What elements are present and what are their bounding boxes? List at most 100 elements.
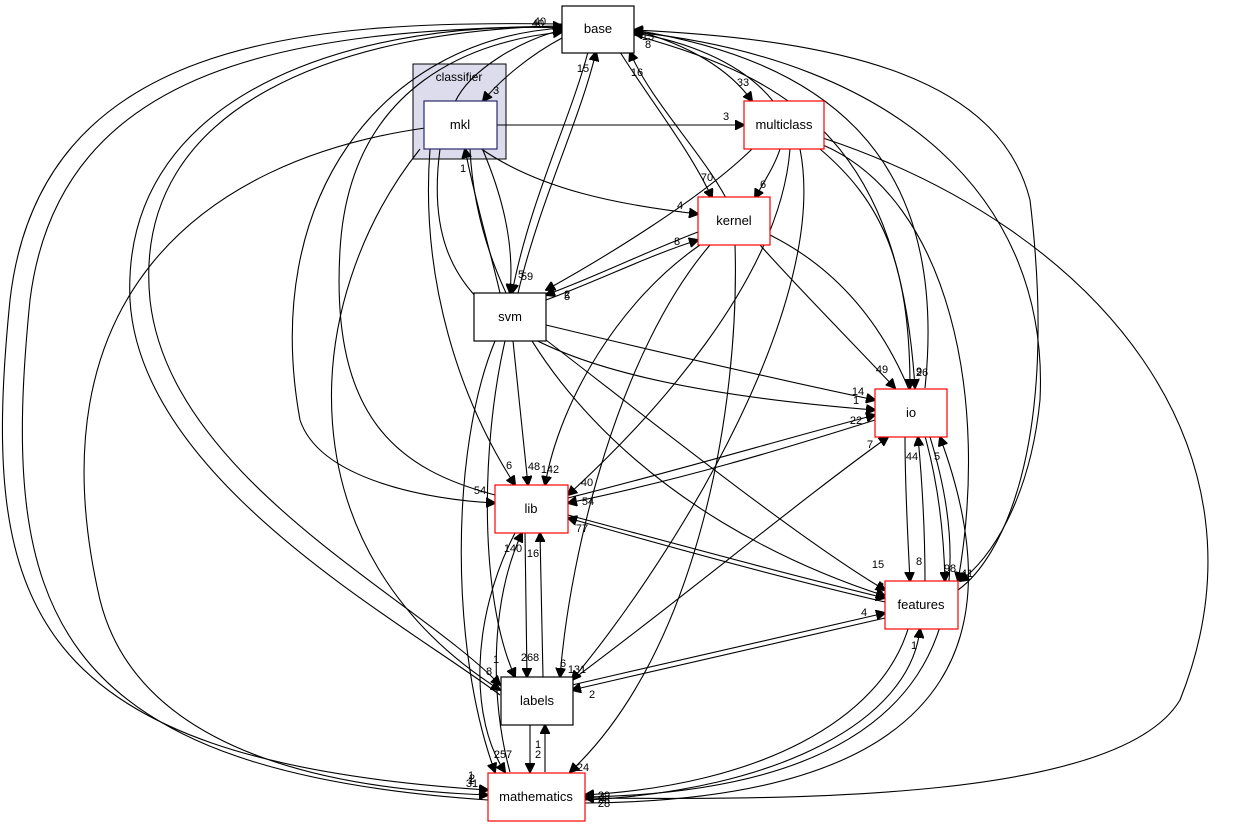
edge-label: 7: [506, 749, 512, 761]
node-kernel-label: kernel: [716, 213, 752, 228]
edge-features-mathematics: [585, 628, 909, 795]
edge-mathematics-io: [584, 437, 970, 804]
edge-label: 44: [906, 451, 918, 463]
edge-label: 8: [674, 236, 680, 248]
edge-label: 40: [581, 477, 593, 489]
edge-mkl-kernel: [479, 147, 698, 214]
edge-label: 140: [504, 543, 522, 555]
edge-label: 3: [493, 85, 499, 97]
node-mkl-label: mkl: [450, 117, 470, 132]
edge-label: 70: [701, 172, 713, 184]
edge-label: 1: [468, 770, 474, 782]
edge-label: 131: [568, 664, 586, 676]
edge-lib-mathematics: [479, 532, 516, 772]
edge-kernel-mathematics: [570, 244, 736, 772]
edge-label: 54: [582, 496, 594, 508]
node-mathematics-label: mathematics: [499, 789, 573, 804]
edge-io-base: [634, 30, 929, 389]
edge-label: 8: [533, 652, 539, 664]
edge-label: 2: [564, 289, 570, 301]
edge-label: 8: [878, 581, 884, 593]
edge-label: 33: [737, 77, 749, 89]
node-io[interactable]: io: [874, 388, 948, 438]
edges: [1, 24, 1209, 804]
edge-label: 16: [631, 67, 643, 79]
node-base-label: base: [584, 21, 612, 36]
edge-labels-base: [129, 27, 562, 696]
edge-svm-io: [545, 324, 875, 400]
edge-svm-labels: [486, 340, 515, 677]
edge-base-features: [633, 31, 1041, 581]
edge-label: 1: [468, 775, 474, 787]
edge-features-base: [634, 30, 1039, 591]
edge-base-mkl: [483, 37, 563, 101]
edge-label: 1: [460, 163, 466, 175]
node-features[interactable]: features: [884, 580, 959, 630]
edge-label: 2: [535, 749, 541, 761]
node-io-label: io: [906, 405, 916, 420]
edge-features-lib: [568, 518, 886, 603]
node-mathematics[interactable]: mathematics: [487, 772, 586, 822]
edge-label: 59: [521, 271, 533, 283]
node-base[interactable]: base: [561, 5, 635, 54]
edge-label: 1: [911, 640, 917, 652]
edge-label: 15: [577, 63, 589, 75]
edge-labels-lib: [540, 533, 543, 678]
edge-label: 1: [535, 739, 541, 751]
edge-label: 29: [598, 790, 610, 802]
edge-mkl-lib: [427, 148, 515, 485]
edge-multiclass-svm: [546, 148, 753, 290]
edge-kernel-lib: [545, 244, 701, 485]
edge-label: 2: [589, 689, 595, 701]
edge-label: 1: [493, 654, 499, 666]
edge-label: 4: [861, 607, 867, 619]
edge-labels-io: [571, 437, 888, 681]
edge-svm-features: [545, 339, 885, 590]
edge-io-features: [904, 436, 910, 581]
edge-svm-kernel: [545, 240, 698, 301]
cluster-label: classifier: [436, 70, 483, 84]
node-svm-label: svm: [498, 309, 522, 324]
edge-label: 40: [534, 16, 546, 28]
edge-lib-io: [567, 415, 875, 499]
edge-label: 26: [916, 367, 928, 379]
edge-label: 1: [853, 395, 859, 407]
edge-multiclass-base: [634, 33, 774, 102]
edge-base-svm: [512, 51, 589, 293]
edge-label: 6: [760, 179, 766, 191]
edge-label: 9: [916, 366, 922, 378]
node-mkl[interactable]: mkl: [423, 100, 498, 150]
node-labels[interactable]: labels: [500, 676, 574, 726]
edge-mkl-labels: [331, 148, 500, 690]
node-multiclass[interactable]: multiclass: [743, 100, 825, 150]
edge-label: 28: [598, 794, 610, 806]
edge-mkl-svm: [481, 147, 511, 293]
edge-label: 22: [850, 415, 862, 427]
node-lib[interactable]: lib: [494, 484, 569, 534]
edge-svm-mathematics: [460, 340, 495, 772]
node-multiclass-label: multiclass: [755, 117, 813, 132]
edge-label: 28: [598, 798, 610, 810]
edge-kernel-io: [759, 244, 895, 388]
edge-kernel-features: [769, 234, 945, 581]
node-svm[interactable]: svm: [473, 292, 547, 342]
edge-label: 4: [677, 200, 683, 212]
edge-label: 6: [560, 658, 566, 670]
edge-base-io: [633, 34, 915, 388]
edge-label: 2: [469, 773, 475, 785]
node-labels-label: labels: [520, 693, 554, 708]
edge-base-multiclass: [633, 29, 752, 101]
edge-label: 6: [506, 460, 512, 472]
node-kernel[interactable]: kernel: [697, 196, 771, 246]
edge-lib-labels: [525, 532, 527, 677]
edge-mathematics-features: [584, 629, 920, 801]
edge-label: 40: [532, 18, 544, 30]
edge-io-mathematics: [585, 436, 951, 797]
edge-label: 8: [916, 556, 922, 568]
edge-label: 1: [877, 583, 883, 595]
edge-label: 24: [577, 762, 589, 774]
edge-base-lib: [291, 27, 563, 503]
edge-io-lib: [568, 419, 876, 503]
